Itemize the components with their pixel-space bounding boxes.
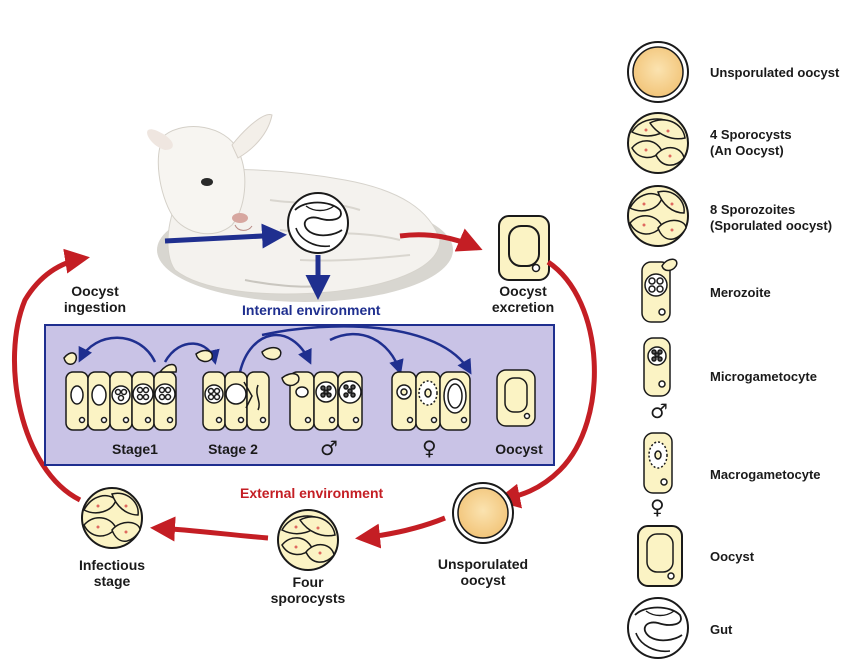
sporocysts-to-infectious-arrow: [150, 516, 269, 542]
oocyst-ingestion-label: Oocyst ingestion: [63, 283, 127, 316]
infectious-stage-icon: [81, 487, 143, 549]
legend-unsporulated-icon: [627, 41, 689, 103]
four-sporocysts-label: Four sporocysts: [270, 574, 346, 607]
legend-eight-sporozoites-icon: [627, 185, 689, 247]
excretion-arrow: [399, 228, 483, 252]
excreted-oocyst-icon: [498, 215, 550, 281]
female-gametocyte-cells: [391, 371, 471, 431]
legend-microgametocyte-label: Microgametocyte: [710, 369, 817, 384]
male-gametocyte-cells: [281, 371, 363, 431]
ingestion-to-gut-arrow: [164, 223, 287, 249]
oocyst-excretion-label: Oocyst excretion: [491, 283, 555, 316]
legend-eight-sporozoites-label: 8 Sporozoites (Sporulated oocyst): [710, 202, 833, 233]
legend-unsporulated-label: Unsporulated oocyst: [710, 65, 840, 80]
legend-gut-icon: [627, 597, 689, 659]
legend-female-symbol: ♀: [650, 495, 665, 519]
legend-merozoite-icon: [641, 258, 678, 323]
legend-four-sporocysts-label: 4 Sporocysts (An Oocyst): [710, 127, 792, 158]
panel-oocyst-icon: [496, 369, 536, 427]
panel-arrows: [78, 325, 472, 375]
unsporulated-to-sporocysts-arrow: [355, 515, 446, 549]
infectious-stage-label: Infectious stage: [78, 557, 146, 590]
legend-gut-label: Gut: [710, 622, 733, 637]
stage2-cells: [195, 346, 282, 431]
legend-male-symbol: ♂: [650, 399, 668, 423]
legend-four-sporocysts-icon: [627, 112, 689, 174]
cycle-arrow-left: [12, 248, 90, 503]
unsporulated-oocyst-icon: [452, 482, 514, 544]
male-symbol: ♂: [320, 436, 338, 460]
female-symbol: ♀: [422, 436, 437, 460]
legend-macrogametocyte-icon: [643, 432, 673, 494]
legend-merozoite-label: Merozoite: [710, 285, 771, 300]
legend-oocyst-label: Oocyst: [710, 549, 755, 564]
cycle-arrow-right: [495, 259, 597, 509]
stage1-label: Stage1: [112, 441, 158, 457]
legend-macrogametocyte-label: Macrogametocyte: [710, 467, 821, 482]
internal-environment-label: Internal environment: [242, 302, 381, 318]
lamb-image: [147, 114, 453, 302]
panel-oocyst-label: Oocyst: [495, 441, 543, 457]
four-sporocysts-icon: [277, 509, 339, 571]
gut-icon: [287, 192, 349, 254]
stage1-cells: [63, 352, 177, 431]
stage2-label: Stage 2: [208, 441, 258, 457]
legend-microgametocyte-icon: [643, 337, 671, 397]
legend-oocyst-icon: [637, 525, 683, 587]
external-environment-label: External environment: [240, 485, 384, 501]
unsporulated-oocyst-label: Unsporulated oocyst: [437, 556, 529, 589]
